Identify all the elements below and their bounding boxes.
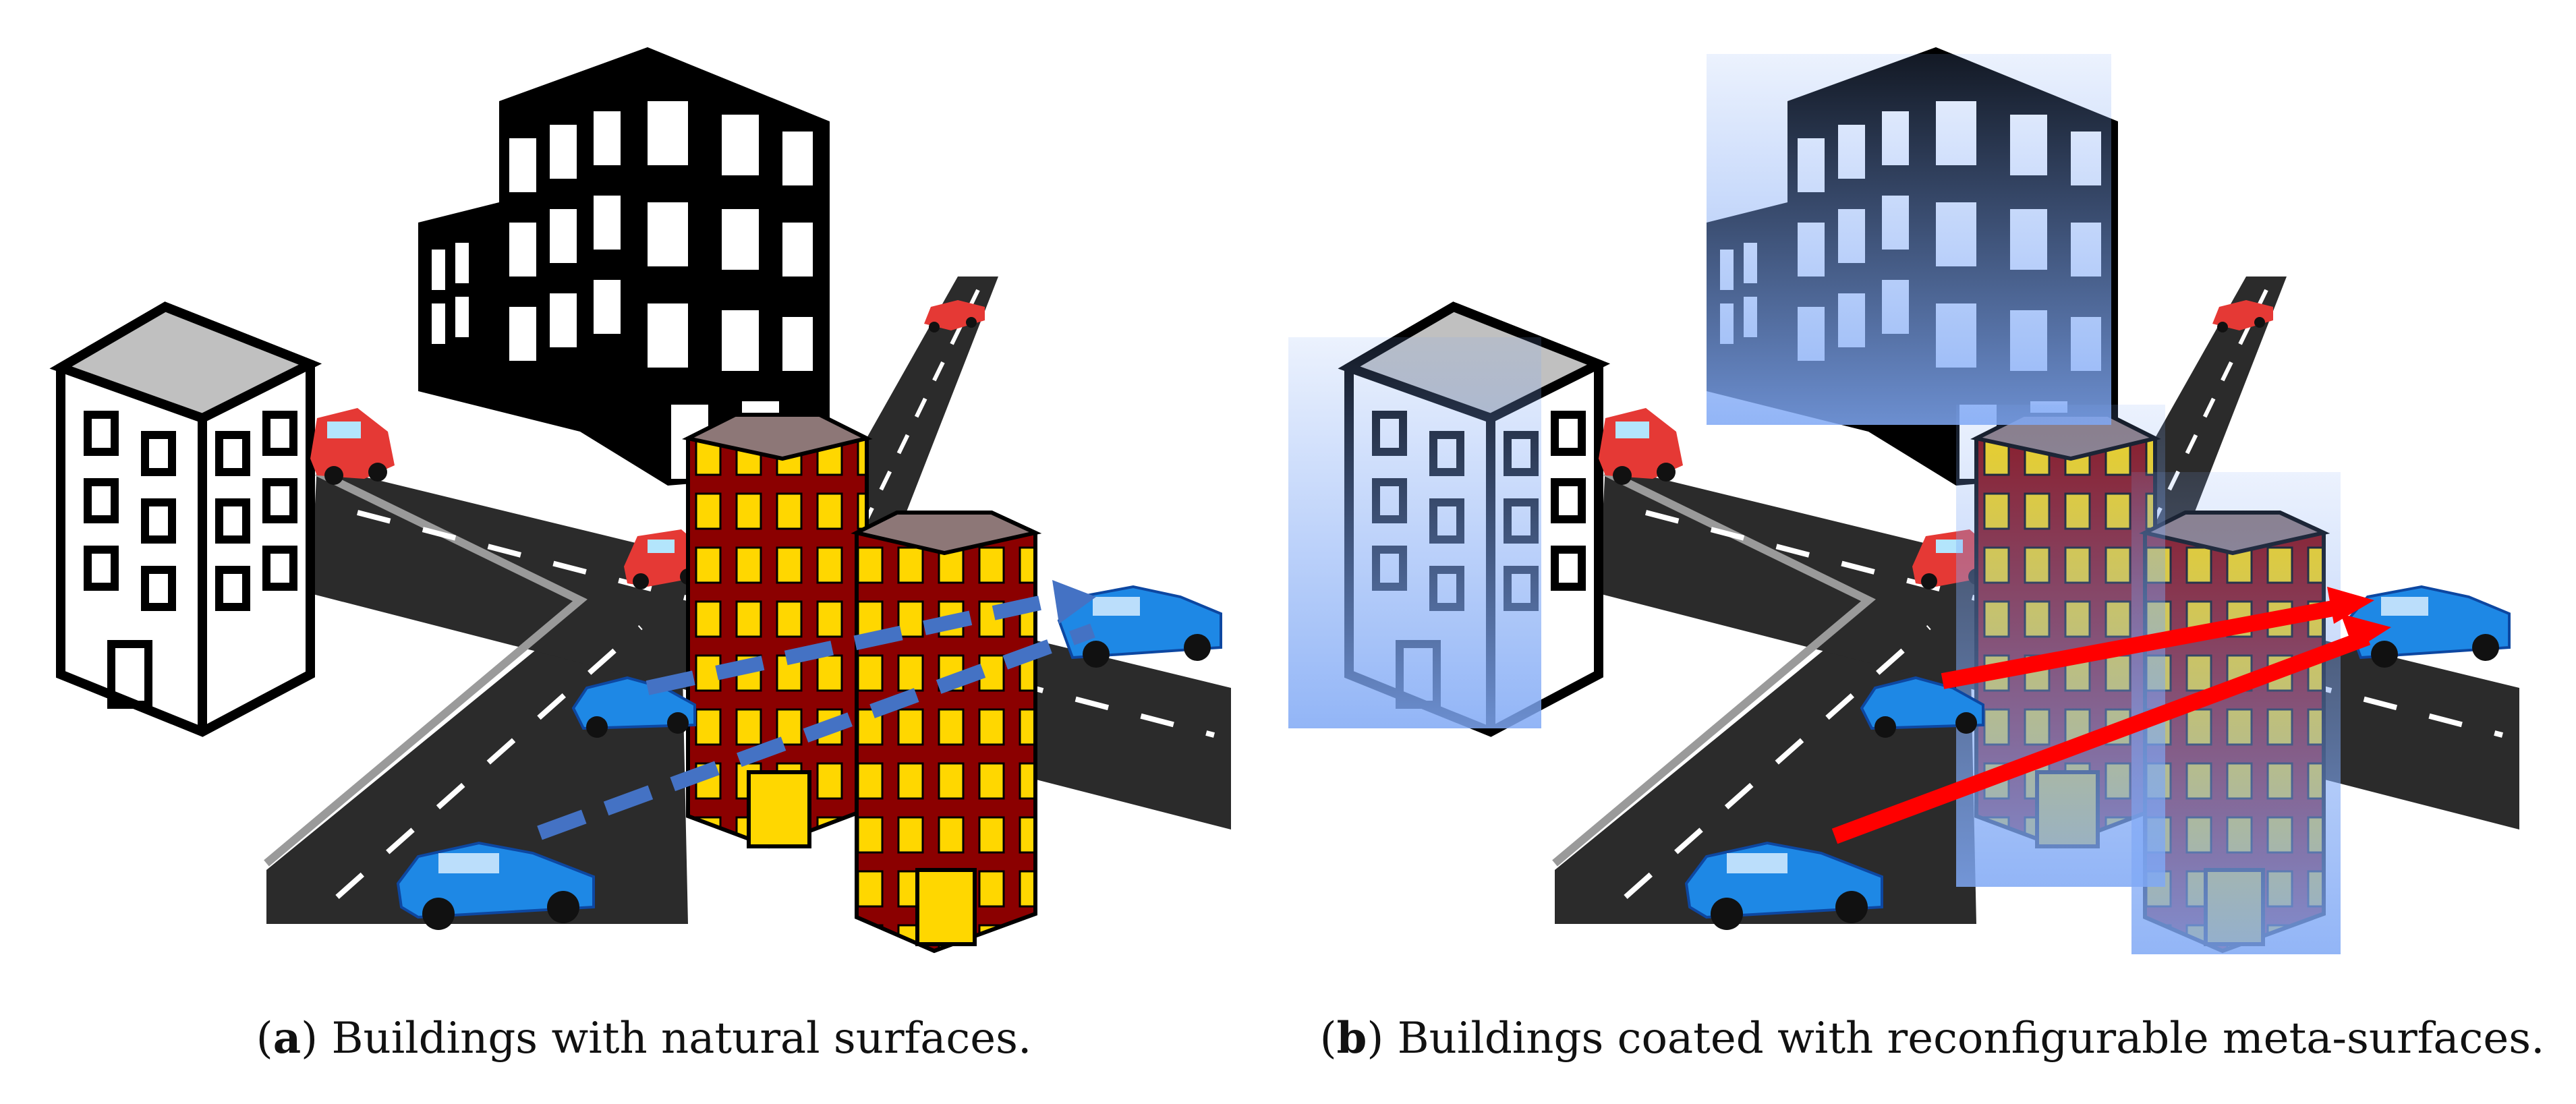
caption-b: (b) Buildings coated with reconfigurable… xyxy=(1319,1013,2545,1064)
caption-b-label: b xyxy=(1336,1013,1367,1064)
red-car-far xyxy=(2212,300,2273,332)
brick-building-short xyxy=(851,511,1042,954)
caption-b-text: Buildings coated with reconfigurable met… xyxy=(1397,1014,2545,1064)
white-building xyxy=(49,301,322,737)
scene-natural-surfaces xyxy=(49,47,1231,954)
red-car-middle xyxy=(624,529,705,589)
red-car-left xyxy=(1599,408,1683,485)
signal-paths-enabled xyxy=(1831,587,2391,844)
panel-a: (a) Buildings with natural surfaces. xyxy=(49,47,1231,1064)
panel-b: (b) Buildings coated with reconfigurable… xyxy=(1288,0,2576,1104)
red-car-left xyxy=(310,408,395,485)
signal-path-solid-2 xyxy=(1941,599,2343,689)
coating-black-building xyxy=(1707,54,2111,425)
caption-a-label: a xyxy=(273,1013,302,1064)
coating-white-building xyxy=(1288,337,1541,728)
signal-path-dashed-1 xyxy=(537,623,1095,840)
blue-car-middle xyxy=(1860,676,1984,738)
arrowhead-solid-2 xyxy=(2327,587,2374,624)
blue-car-target xyxy=(2345,585,2511,668)
caption-a-text: Buildings with natural surfaces. xyxy=(331,1014,1032,1064)
signal-paths-blocked xyxy=(537,580,1096,840)
signal-path-solid-1 xyxy=(1831,629,2371,844)
blue-car-front xyxy=(396,841,595,930)
arrowhead-dashed xyxy=(1052,580,1096,624)
caption-a: (a) Buildings with natural surfaces. xyxy=(256,1013,1032,1064)
arrowhead-solid-1 xyxy=(2341,614,2391,651)
brick-building-tall xyxy=(682,413,873,849)
scene-meta-surfaces xyxy=(1288,47,2519,954)
red-car-far xyxy=(924,300,985,332)
blue-car-front xyxy=(1684,841,1883,930)
